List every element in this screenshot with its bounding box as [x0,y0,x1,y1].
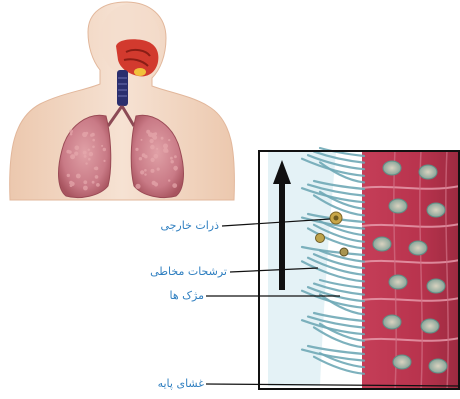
lung-alveoli-dot [171,160,174,163]
lung-alveoli-dot [89,152,93,156]
cell-nucleus [389,199,407,213]
lung-alveoli-dot [83,186,88,191]
foreign-particle [316,234,325,243]
lung-alveoli-dot [67,174,70,177]
cell-nucleus [389,275,407,289]
lung-alveoli-dot [151,169,155,173]
cell-nucleus [383,161,401,175]
label-mucus-secretions: ترشحات مخاطی [147,265,227,279]
lung-alveoli-dot [140,170,144,174]
lung-alveoli-dot [70,133,73,136]
lung-alveoli-dot [141,139,143,141]
lung-alveoli-dot [154,132,157,135]
lung-alveoli-dot [74,152,78,156]
lung-alveoli-dot [150,139,154,143]
lung-alveoli-dot [75,146,80,151]
cell-nucleus [393,355,411,369]
lung-alveoli-dot [96,183,100,187]
lung-alveoli-dot [94,167,97,170]
lung-alveoli-dot [82,132,87,137]
cell-nucleus [409,241,427,255]
cell-nucleus [427,279,445,293]
lung-alveoli-dot [150,145,155,150]
lung-alveoli-dot [168,179,170,181]
epithelial-cells [362,150,460,390]
lung-alveoli-dot [90,134,93,137]
lung-alveoli-dot [151,158,155,162]
lung-alveoli-dot [163,144,168,149]
lung-alveoli-dot [153,135,158,140]
cell-nucleus [419,165,437,179]
lung-alveoli-dot [71,182,75,186]
lung-alveoli-dot [157,168,160,171]
lung-alveoli-dot [84,155,87,158]
lung-alveoli-dot [174,168,176,170]
cell-nucleus [373,237,391,251]
lung-alveoli-dot [88,149,90,151]
human-torso-illustration [10,2,235,200]
lung-alveoli-dot [88,158,91,161]
cell-nucleus [383,315,401,329]
lung-alveoli-dot [70,154,75,159]
trachea-tube [117,70,128,106]
cell-nucleus [429,359,447,373]
lung-alveoli-dot [92,139,95,142]
lung-alveoli-dot [92,181,95,184]
lung-alveoli-dot [154,154,159,159]
mouth-structure [134,68,146,76]
lung-alveoli-dot [172,183,177,188]
lung-alveoli-dot [139,157,142,160]
lung-alveoli-dot [135,148,138,151]
lung-alveoli-dot [146,130,150,134]
cell-nucleus [427,203,445,217]
lung-alveoli-dot [83,180,87,184]
lung-alveoli-dot [135,184,140,189]
label-cilia: مژک ها [160,289,204,303]
lung-alveoli-dot [101,145,103,147]
lung-alveoli-dot [170,157,173,160]
lung-alveoli-dot [144,173,146,175]
lung-alveoli-dot [103,148,106,151]
lung-alveoli-dot [83,151,87,155]
lung-alveoli-dot [69,129,73,133]
lung-alveoli-dot [95,175,99,179]
lung-alveoli-dot [161,137,164,140]
lung-alveoli-dot [152,181,156,185]
cell-nucleus [421,319,439,333]
foreign-particle-core [334,216,339,221]
lung-alveoli-dot [168,139,170,141]
lung-alveoli-dot [76,174,81,179]
lung-alveoli-dot [103,160,105,162]
foreign-particle [340,248,348,256]
lung-alveoli-dot [174,155,177,158]
label-foreign-particles: ذرات خارجی [159,219,219,233]
lung-alveoli-dot [156,148,158,150]
lung-alveoli-dot [85,162,87,164]
lung-alveoli-dot [142,153,146,157]
lung-alveoli-dot [68,150,71,153]
lung-alveoli-dot [144,169,147,172]
lung-alveoli-dot [92,146,95,149]
lung-alveoli-dot [163,148,168,153]
label-basement-membrane: غشای پایه [144,377,204,391]
